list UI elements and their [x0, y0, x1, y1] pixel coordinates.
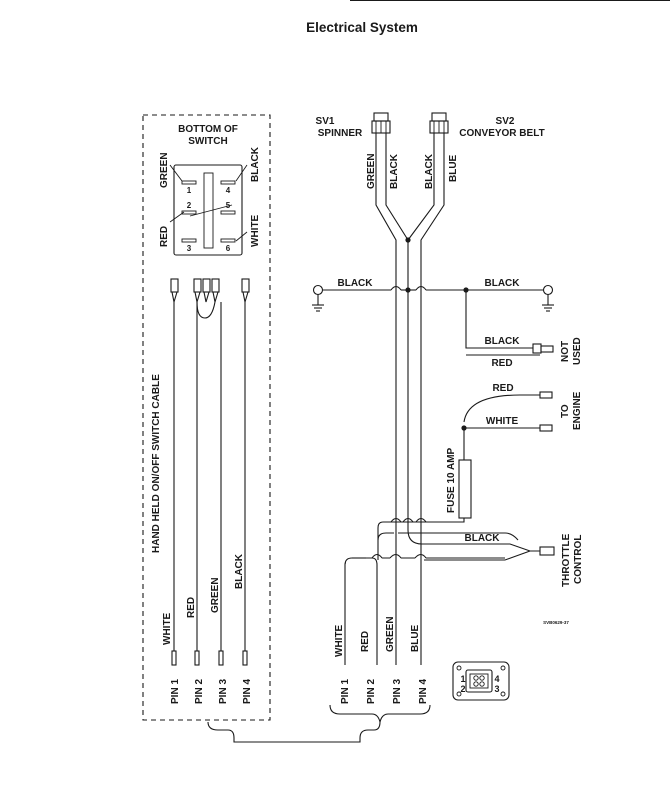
- connector-face-pin-2: 2: [460, 684, 465, 694]
- engine-red-terminal: [539, 391, 553, 399]
- switch-pin-4: PIN 4: [242, 679, 253, 704]
- throttle-connector: [539, 546, 555, 556]
- switch-cable-label: HAND HELD ON/OFF SWITCH CABLE: [151, 374, 162, 553]
- ground-left-icon: [312, 284, 324, 312]
- harness-pin-3: PIN 3: [392, 679, 403, 704]
- harness-hop-blue: [414, 553, 427, 559]
- harness-hop-red: [371, 553, 383, 559]
- wire-green-main: [375, 133, 397, 665]
- engine-white-label: WHITE: [486, 416, 519, 427]
- throttle-red-hop: [377, 532, 394, 541]
- harness-pin-1: PIN 1: [340, 679, 351, 704]
- engine-red-label: RED: [492, 383, 513, 394]
- engine-line2: ENGINE: [572, 391, 583, 430]
- sv2-wire-black: BLACK: [424, 153, 435, 189]
- harness-pin-wire-1: WHITE: [334, 624, 345, 657]
- not-used-line1: NOT: [560, 341, 571, 362]
- wire-blue-main: [420, 133, 445, 665]
- switch-white-label: WHITE: [250, 214, 261, 247]
- harness-pin-wire-2: RED: [360, 631, 371, 652]
- sv2-connector: [429, 112, 449, 134]
- ground-bus-hop-2: [415, 285, 427, 291]
- ground-right-icon: [542, 284, 554, 312]
- switch-black-label: BLACK: [250, 146, 261, 182]
- switch-jumper-wire: [196, 301, 216, 319]
- harness-pin-2: PIN 2: [366, 679, 377, 704]
- switch-pin-wire-3: GREEN: [210, 577, 221, 613]
- part-number: SVB0629-37: [543, 620, 569, 625]
- engine-line1: TO: [560, 404, 571, 418]
- wire-engine-red: [463, 394, 540, 423]
- fuse-hop-black: [402, 517, 414, 523]
- sv1-wire-black: BLACK: [389, 153, 400, 189]
- fuse-body: [458, 459, 472, 519]
- engine-white-terminal: [539, 424, 553, 432]
- ground-splice-black: [405, 287, 411, 293]
- sv1-name: SV1: [316, 116, 335, 127]
- switch-pin-wire-2: RED: [186, 597, 197, 618]
- wire-fuse-red: [377, 518, 465, 529]
- fuse-hop-blue: [415, 517, 427, 523]
- sv1-wire-green: GREEN: [366, 153, 377, 189]
- terminal-1: 1: [187, 186, 192, 195]
- switch-terminal-connectors: [170, 278, 250, 303]
- connector-face-pin-4: 4: [494, 674, 499, 684]
- throttle-line1: THROTTLE: [561, 533, 572, 587]
- terminal-2: 2: [187, 201, 192, 210]
- sv2-name: SV2: [496, 116, 515, 127]
- fuse-hop-green: [390, 517, 402, 523]
- not-used-connector: [532, 343, 554, 354]
- ground-bus-hop-1: [390, 285, 402, 291]
- switch-pin-2: PIN 2: [194, 679, 205, 704]
- wire-sv1-black: [385, 133, 409, 241]
- terminal-3: 3: [187, 244, 192, 253]
- harness-pin-wire-3: GREEN: [385, 616, 396, 652]
- wire-sv2-black: [407, 133, 435, 241]
- switch-panel-border: [142, 114, 271, 721]
- throttle-black-label: BLACK: [465, 533, 501, 544]
- switch-red-label: RED: [159, 226, 170, 247]
- wire-throttle-top: [398, 532, 519, 541]
- page-title: Electrical System: [306, 20, 418, 35]
- terminal-4: 4: [226, 186, 231, 195]
- black-splice-top: [405, 237, 411, 243]
- switch-heading-line2: SWITCH: [188, 136, 227, 147]
- not-used-red-label: RED: [491, 358, 512, 369]
- switch-pin-3: PIN 3: [218, 679, 229, 704]
- not-used-line2: USED: [572, 337, 583, 365]
- sv1-label: SPINNER: [318, 128, 363, 139]
- terminal-5: 5: [226, 201, 231, 210]
- switch-heading-line1: BOTTOM OF: [178, 124, 238, 135]
- ground-left-label: BLACK: [338, 278, 374, 289]
- sv2-label: CONVEYOR BELT: [459, 128, 544, 139]
- sv1-connector: [371, 112, 391, 134]
- switch-pin-ends: [171, 650, 248, 666]
- not-used-black-label: BLACK: [485, 336, 521, 347]
- connector-face-icon: [452, 661, 510, 701]
- connector-face-pin-1: 1: [460, 674, 465, 684]
- fuse-label: FUSE 10 AMP: [446, 447, 457, 513]
- harness-pin-4: PIN 4: [418, 679, 429, 704]
- sv2-wire-blue: BLUE: [448, 154, 459, 182]
- pin-mapping-bracket: [207, 721, 381, 743]
- harness-pin-bracket: [329, 704, 431, 723]
- throttle-line2: CONTROL: [573, 535, 584, 584]
- switch-pin-wire-1: WHITE: [162, 612, 173, 645]
- ground-right-label: BLACK: [485, 278, 521, 289]
- switch-pin-wire-4: BLACK: [234, 553, 245, 589]
- harness-hop-green: [389, 553, 402, 559]
- connector-face-pin-3: 3: [494, 684, 499, 694]
- wire-throttle-black: [407, 529, 540, 552]
- switch-body: [173, 164, 243, 256]
- wire-not-used-black: [465, 290, 533, 349]
- harness-pin-wire-4: BLUE: [410, 624, 421, 652]
- wire-throttle-lower: [424, 550, 531, 561]
- switch-green-label: GREEN: [159, 152, 170, 188]
- terminal-6: 6: [226, 244, 231, 253]
- switch-pin-1: PIN 1: [170, 679, 181, 704]
